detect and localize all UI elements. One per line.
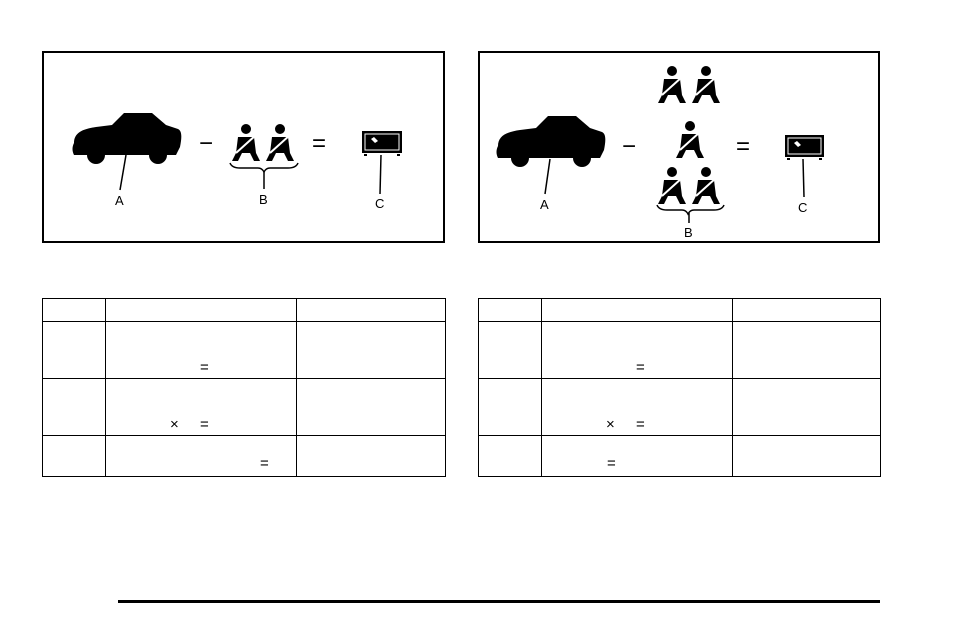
- equals-operator: =: [736, 133, 751, 160]
- figure-1-drawing: [72, 113, 402, 195]
- equals-sign: =: [607, 455, 616, 472]
- minus-operator: −: [199, 130, 214, 157]
- table-cell: [42, 298, 106, 322]
- table-cell: [478, 435, 542, 477]
- table-cell: [42, 435, 106, 477]
- seatbelt-passenger-icon: [232, 124, 260, 161]
- table-cell: [732, 298, 881, 322]
- table-row: =: [42, 435, 446, 477]
- table-cell: [42, 378, 106, 436]
- table-cell: [296, 298, 446, 322]
- equals-sign: =: [636, 359, 645, 376]
- bracket-b: [656, 204, 725, 216]
- multiply-sign: ×: [170, 416, 179, 433]
- equals-sign: =: [200, 359, 209, 376]
- seatbelt-passenger-icon: [692, 66, 720, 103]
- cargo-box-icon: [362, 131, 402, 156]
- figure-vehicle-load-example-2: − = A B C: [478, 51, 880, 243]
- multiply-sign: ×: [606, 416, 615, 433]
- equals-sign: =: [200, 416, 209, 433]
- car-icon: [496, 116, 606, 167]
- table-cell: [478, 378, 542, 436]
- cargo-box-icon: [785, 135, 824, 160]
- table-header-row: [478, 298, 881, 322]
- figure-vehicle-load-example-1: − = A B C: [42, 51, 445, 243]
- table-row: =: [478, 435, 881, 477]
- table-cell: × =: [105, 378, 297, 436]
- table-cell: [296, 321, 446, 379]
- seatbelt-passenger-icon: [658, 167, 686, 204]
- calculation-table-2: = × = =: [478, 298, 881, 477]
- table-cell: =: [105, 435, 297, 477]
- table-row: =: [42, 321, 446, 379]
- equals-operator: =: [312, 130, 327, 157]
- table-cell: [732, 378, 881, 436]
- bracket-b: [229, 162, 299, 174]
- label-b: B: [259, 192, 268, 207]
- equals-sign: =: [260, 455, 269, 472]
- table-cell: × =: [541, 378, 733, 436]
- table-cell: [541, 298, 733, 322]
- table-cell: [732, 321, 881, 379]
- seatbelt-passenger-icon: [692, 167, 720, 204]
- label-c: C: [798, 200, 808, 215]
- table-cell: [478, 298, 542, 322]
- table-cell: [42, 321, 106, 379]
- table-row: =: [478, 321, 881, 379]
- label-b: B: [684, 225, 693, 240]
- table-cell: [296, 435, 446, 477]
- calculation-table-1: = × = =: [42, 298, 446, 477]
- equals-sign: =: [636, 416, 645, 433]
- table-header-row: [42, 298, 446, 322]
- minus-operator: −: [622, 133, 637, 160]
- car-icon: [72, 113, 182, 164]
- seatbelt-passenger-icon: [676, 121, 704, 158]
- label-a: A: [540, 197, 549, 212]
- table-cell: [105, 298, 297, 322]
- label-c: C: [375, 196, 385, 211]
- table-cell: [296, 378, 446, 436]
- table-cell: =: [105, 321, 297, 379]
- leader-line-a: [544, 158, 551, 195]
- label-a: A: [115, 193, 124, 208]
- seatbelt-passenger-icon: [658, 66, 686, 103]
- figure-2-drawing: [496, 66, 824, 223]
- leader-line-c: [379, 154, 382, 195]
- seatbelt-passenger-icon: [266, 124, 294, 161]
- table-cell: [478, 321, 542, 379]
- table-cell: =: [541, 435, 733, 477]
- table-cell: [732, 435, 881, 477]
- table-row: × =: [478, 378, 881, 436]
- leader-line-a: [119, 154, 127, 191]
- table-cell: =: [541, 321, 733, 379]
- page-footer-rule: [118, 600, 880, 603]
- leader-line-c: [802, 158, 805, 198]
- table-row: × =: [42, 378, 446, 436]
